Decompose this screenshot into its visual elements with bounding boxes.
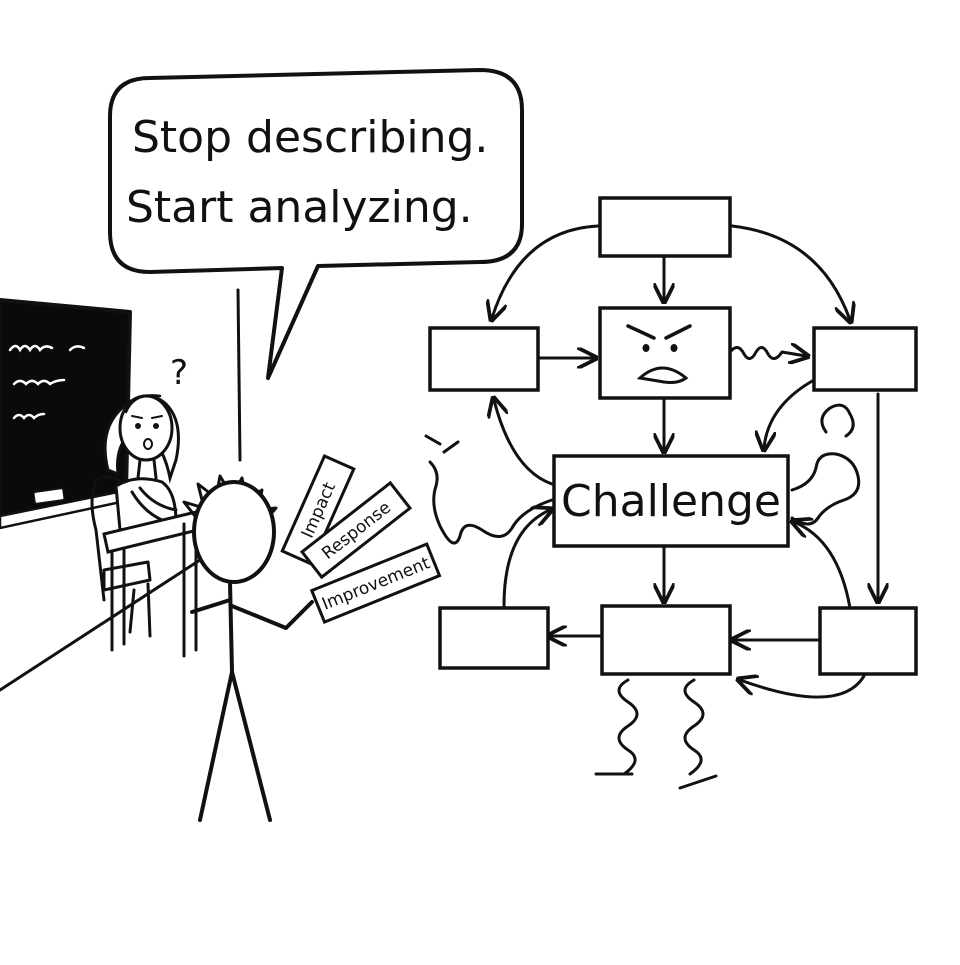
chalk-scribble <box>8 344 86 353</box>
speech-bubble: Stop describing. Start analyzing. <box>108 68 524 380</box>
arrow-right-to-challenge <box>764 378 816 448</box>
wavy-leg-right <box>678 678 718 790</box>
arrow-top-left <box>492 224 600 318</box>
student-face <box>118 394 174 462</box>
student-mouth <box>143 438 153 450</box>
box-angry-face <box>598 306 732 400</box>
stick-figure-head <box>192 480 276 584</box>
arrow-bottom-right-up <box>794 522 852 610</box>
box-challenge <box>552 454 790 548</box>
student-eye <box>135 423 141 429</box>
arrow-angry-to-right <box>728 347 806 358</box>
arrow-bottom-left-up <box>502 510 550 608</box>
box-bottom-center <box>600 604 732 676</box>
angry-face <box>626 324 692 384</box>
pointer-stick <box>236 288 242 462</box>
box-right <box>812 326 918 392</box>
chalkboard <box>0 298 132 530</box>
squiggle-right-top <box>820 403 855 438</box>
squiggle-right <box>790 452 861 526</box>
box-bottom-left <box>438 606 550 670</box>
student: ? <box>90 353 209 658</box>
wavy-leg-left <box>594 678 639 776</box>
student-eye <box>153 423 159 429</box>
chalk-scribble <box>12 412 46 420</box>
question-mark: ? <box>170 353 188 393</box>
speech-line-1: Stop describing. <box>132 112 488 163</box>
box-left <box>428 326 540 392</box>
eraser <box>32 487 66 505</box>
speech-line-2: Start analyzing. <box>126 182 473 233</box>
floor-line <box>0 558 202 692</box>
arrow-challenge-to-left <box>494 400 554 486</box>
squiggle-left <box>424 434 554 545</box>
arrow-curve-return <box>740 676 866 699</box>
stick-figure <box>182 288 314 822</box>
flow-diagram: Challenge <box>424 196 918 790</box>
chalk-scribble <box>12 378 66 386</box>
box-bottom-right <box>818 606 918 676</box>
arrow-top-right <box>730 224 850 320</box>
box-top <box>598 196 732 258</box>
challenge-label: Challenge <box>561 476 781 527</box>
